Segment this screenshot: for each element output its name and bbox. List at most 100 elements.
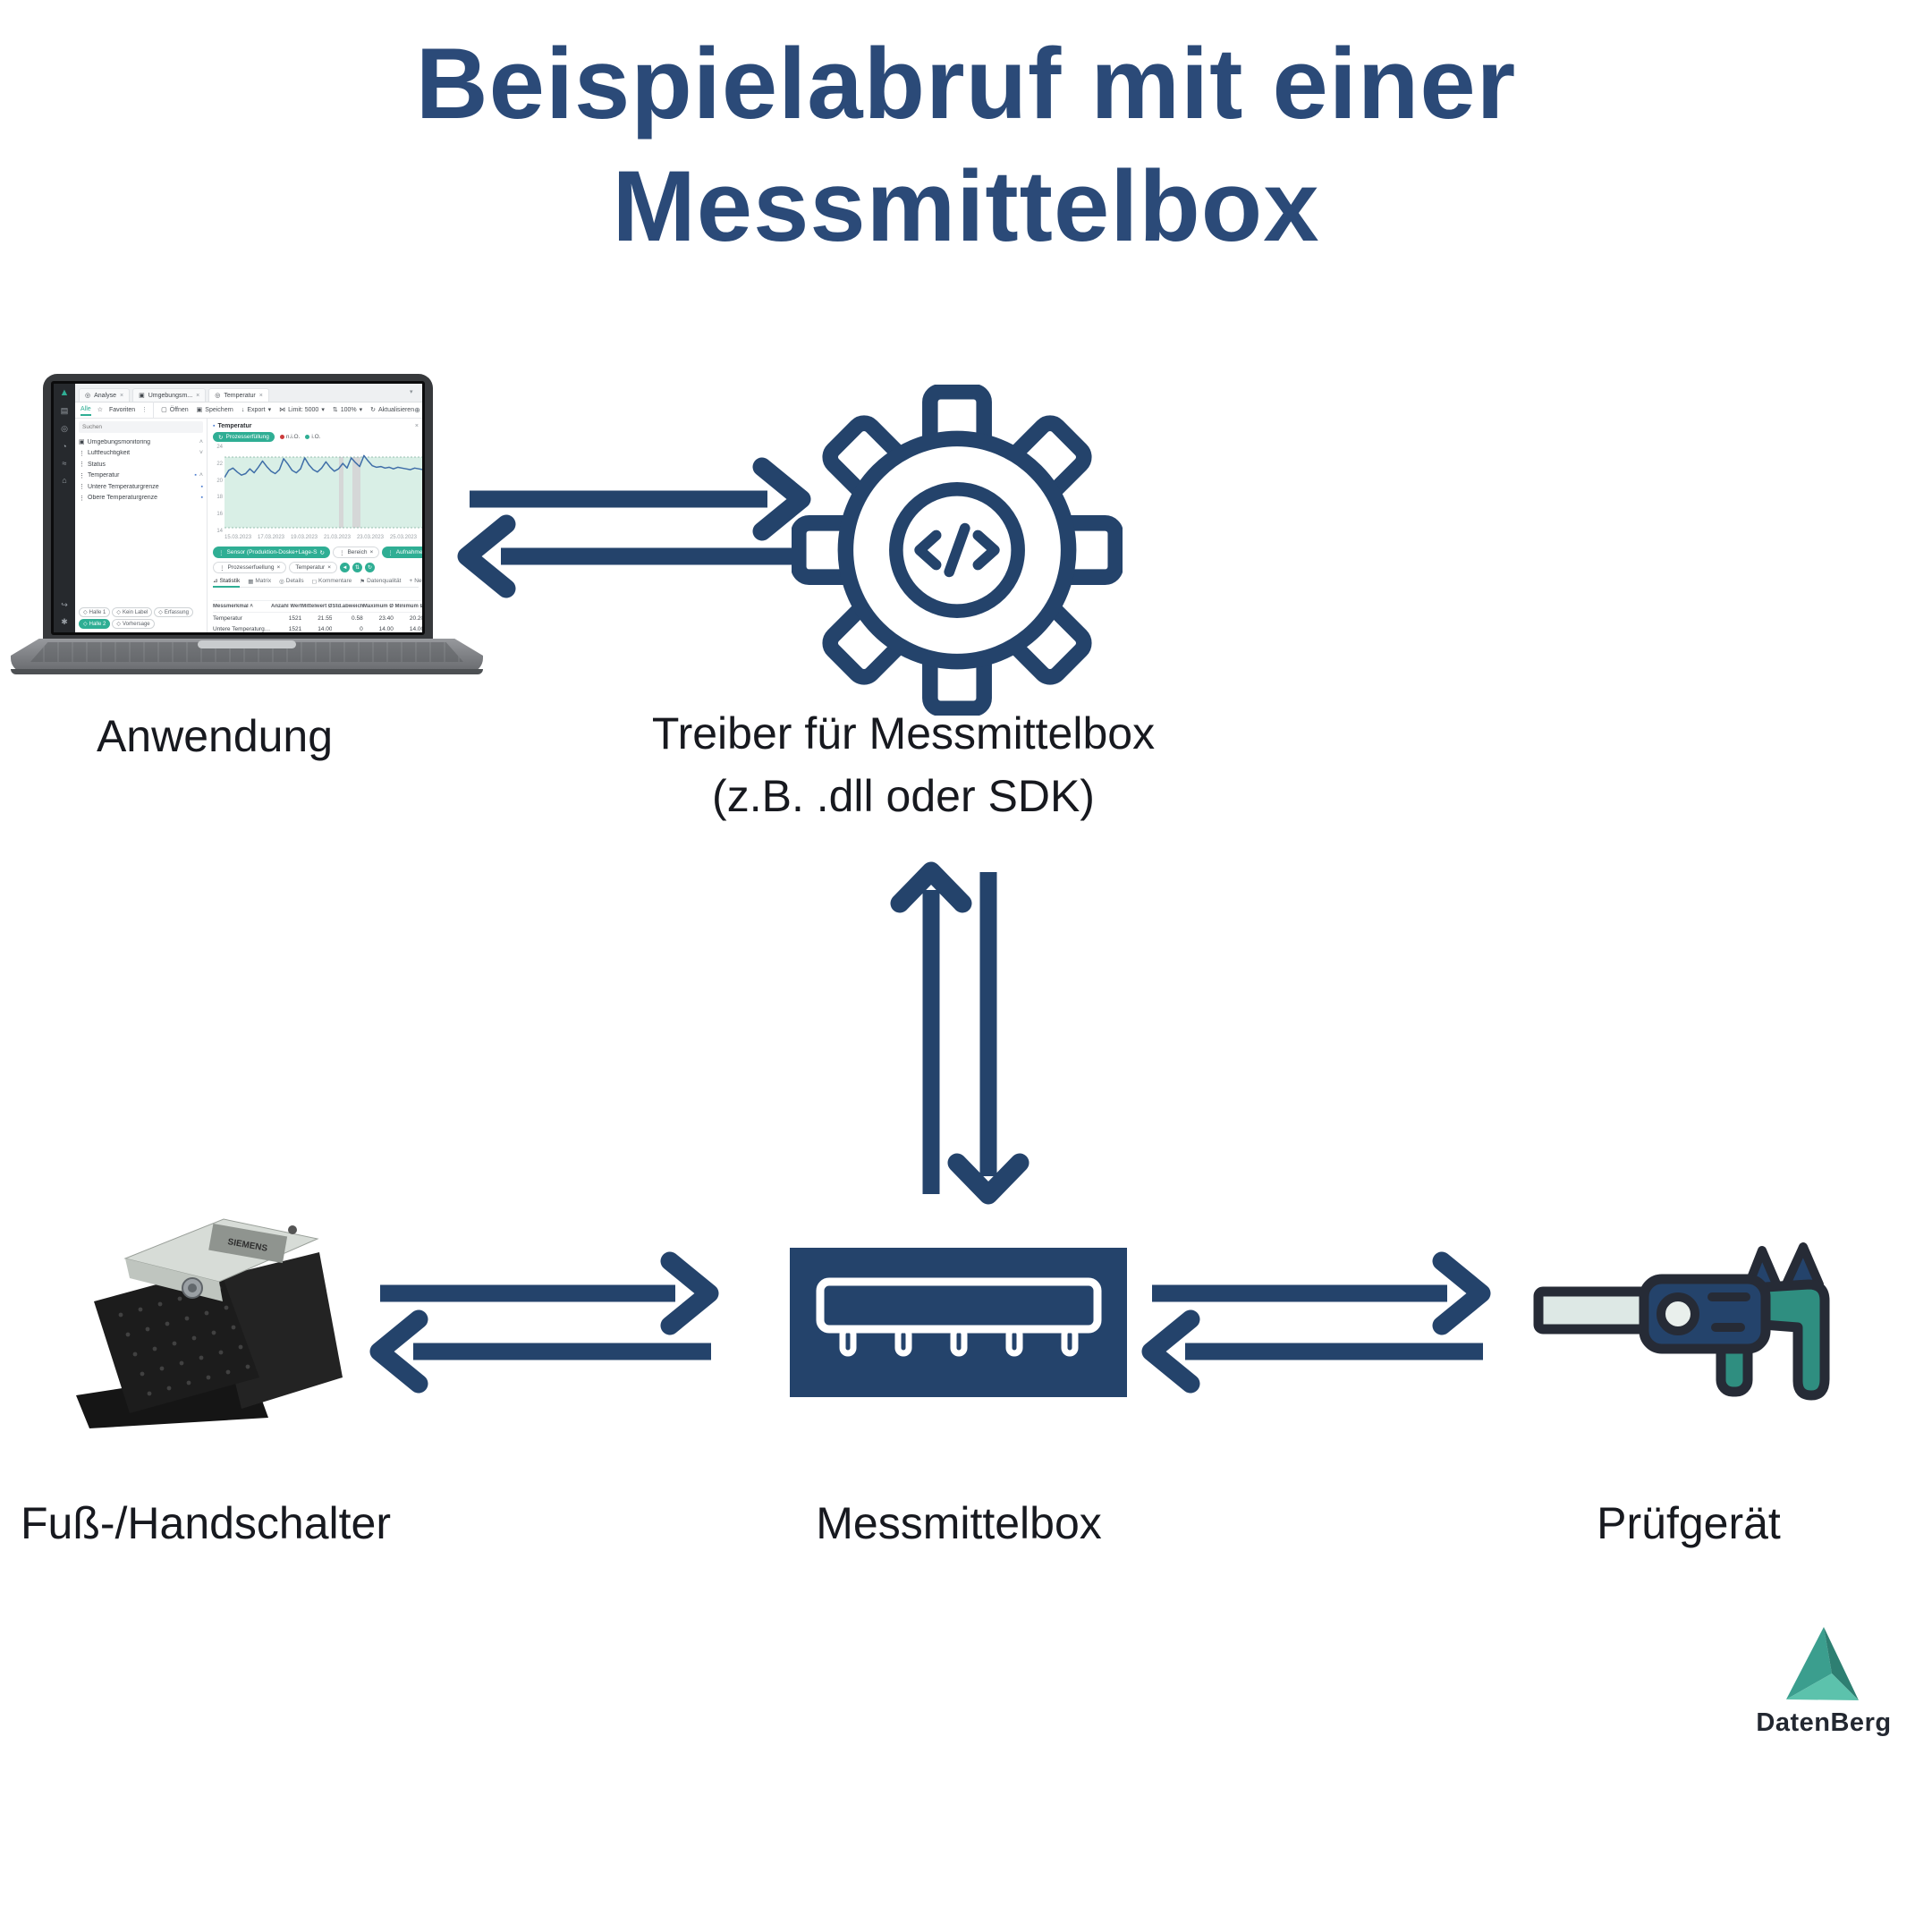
tree-item-icon: ⋮ bbox=[79, 462, 85, 469]
app-tab[interactable]: ◎ Temperatur × bbox=[208, 388, 269, 402]
statistics-header-row bbox=[213, 589, 422, 601]
table-row[interactable]: Untere Temperaturgrenze 1521 14.00 0 14.… bbox=[213, 623, 422, 632]
laptop-screen: ▲ ▤ ◎ ◔ ≈ ⌂ ↪ ✱ ◎ Analys bbox=[43, 374, 433, 640]
arrow-driver-to-app bbox=[457, 514, 803, 598]
result-tab[interactable]: ◻ Kommentare bbox=[312, 577, 352, 585]
tree-item[interactable]: ⋮ Status bbox=[79, 459, 203, 470]
gauge-icon[interactable]: ◔ bbox=[62, 442, 67, 451]
result-tab[interactable]: ⊿ Statistik bbox=[213, 577, 241, 588]
filter-pill[interactable]: ⋮ Sensor (Produktion-Doske+Lage-S ↻ bbox=[213, 547, 330, 558]
filter-pill[interactable]: Temperatur × bbox=[289, 562, 337, 573]
tab-close-icon[interactable]: × bbox=[120, 392, 124, 399]
table-row[interactable]: Temperatur 1521 21.55 0.58 23.40 20.20 bbox=[213, 613, 422, 623]
result-tab[interactable]: ◎ Details bbox=[279, 577, 304, 585]
toolbar-button-caret-icon: ▾ bbox=[359, 407, 363, 413]
result-tab-icon: ◻ bbox=[311, 578, 318, 585]
toolbar-button[interactable]: ▣ Speichern bbox=[197, 406, 233, 414]
col-minimum[interactable]: Minimum Ø bbox=[394, 604, 422, 609]
tab-favoriten[interactable]: Favoriten bbox=[108, 406, 136, 413]
result-tab[interactable]: ▦ Matrix bbox=[248, 577, 271, 585]
tab-close-icon[interactable]: × bbox=[196, 392, 200, 399]
col-maximum[interactable]: Maximum Ø bbox=[362, 604, 394, 609]
messmittelbox-icon bbox=[790, 1248, 1127, 1397]
tree-item-caret-icon[interactable]: ˄ bbox=[199, 472, 203, 479]
app-tab[interactable]: ▣ Umgebungsm... × bbox=[132, 388, 207, 402]
col-messmerkmal[interactable]: Messmerkmal ˄ bbox=[213, 604, 253, 609]
toolbar-button[interactable]: ↓ Export ▾ bbox=[242, 406, 271, 414]
pill-action-icon[interactable]: × bbox=[369, 549, 374, 555]
series-swatch-icon: ▪ bbox=[213, 422, 216, 429]
tree-item-series-swatch: ▪ bbox=[194, 472, 197, 479]
toolbar-button[interactable]: ⇅ 100% ▾ bbox=[333, 406, 363, 414]
result-tab[interactable]: + Neue Analyse bbox=[409, 577, 422, 585]
filter-pills-1: ⋮ Sensor (Produktion-Doske+Lage-S ↻ ⋮ Be… bbox=[213, 547, 422, 558]
filter-pill[interactable]: ⋮ Aufnahmedatum (3 Tage) ↻ bbox=[382, 547, 422, 558]
pill-close-icon[interactable]: × bbox=[276, 564, 281, 571]
label-tag[interactable]: ◇ Erfassung bbox=[154, 607, 193, 617]
notifications-icon[interactable]: ⌂ bbox=[62, 476, 67, 485]
logo-triangle-right-face bbox=[1824, 1627, 1859, 1700]
quick-action-button[interactable]: ⇅ bbox=[352, 563, 362, 572]
logout-icon[interactable]: ↪ bbox=[61, 600, 68, 609]
col-anzahl[interactable]: Anzahl Werte bbox=[271, 604, 302, 609]
col-mittelwert[interactable]: Mittelwert Ø bbox=[301, 604, 333, 609]
toolbar-right-icons: ⊕ ⊖ ↺ ▦ bbox=[414, 406, 422, 414]
legend-nio: n.i.O. bbox=[279, 434, 300, 440]
caliper-thumbwheel bbox=[1657, 1292, 1699, 1335]
tree-item[interactable]: ⋮ Untere Temperaturgrenze ▪ bbox=[79, 481, 203, 493]
tab-label: Umgebungsm... bbox=[148, 392, 193, 399]
pill-drag-icon: ⋮ bbox=[338, 549, 345, 556]
cell-max: 23.40 bbox=[378, 614, 394, 622]
search-input[interactable] bbox=[79, 421, 203, 433]
label-tag[interactable]: ◇ Halle 2 bbox=[79, 619, 111, 629]
pill-drag-icon: ⋮ bbox=[387, 549, 394, 556]
toolbar-button-label: 100% bbox=[340, 406, 357, 413]
pill-action-icon[interactable]: ↻ bbox=[319, 549, 325, 556]
label-fusshandschalter: Fuß-/Handschalter bbox=[20, 1498, 392, 1548]
tabbar-caret-icon[interactable]: ▾ bbox=[410, 389, 413, 395]
label-tag[interactable]: ◇ Kein Label bbox=[112, 607, 153, 617]
result-tab-icon: ▦ bbox=[248, 578, 254, 585]
pill-close-icon[interactable]: × bbox=[327, 564, 331, 571]
label-tag[interactable]: ◇ Halle 1 bbox=[79, 607, 111, 617]
settings-icon[interactable]: ✱ bbox=[61, 617, 68, 626]
analytics-icon[interactable]: ≈ bbox=[62, 459, 67, 468]
toolbar-button-icon: ↻ bbox=[370, 407, 377, 413]
quick-action-button[interactable]: ◄ bbox=[340, 563, 350, 572]
toolbar-icon-button[interactable]: ⊕ bbox=[414, 405, 420, 414]
tree-item-caret-icon[interactable]: ˄ bbox=[199, 438, 203, 445]
tree-item[interactable]: ⋮ Temperatur ▪ ˄ bbox=[79, 470, 203, 482]
result-tab[interactable]: ⚑ Datenqualität bbox=[360, 577, 401, 585]
panel-close-icon[interactable]: × bbox=[414, 422, 419, 429]
cell-mean: 14.00 bbox=[318, 625, 333, 632]
tree-item[interactable]: ⋮ Luftfeuchtigkeit ˅ bbox=[79, 448, 203, 460]
app-logo-icon: ▲ bbox=[59, 387, 70, 398]
chart-plot-area bbox=[225, 454, 422, 529]
toolbar-button[interactable]: ▢ Öffnen bbox=[161, 406, 189, 414]
tree-item[interactable]: ⋮ Obere Temperaturgrenze ▪ bbox=[79, 493, 203, 504]
search-icon[interactable]: ◎ bbox=[61, 424, 68, 433]
menu-icon[interactable]: ▤ bbox=[60, 406, 69, 415]
panel-more-icon[interactable]: ⋮ bbox=[141, 407, 148, 413]
result-tab-label: Datenqualität bbox=[367, 578, 402, 584]
tab-alle[interactable]: Alle bbox=[80, 404, 91, 416]
toolbar-button-label: Aktualisieren bbox=[378, 406, 415, 413]
process-status-badge[interactable]: ↻ Prozesserfüllung bbox=[213, 432, 275, 442]
col-stdabw[interactable]: Std.abweichung Ø bbox=[332, 604, 363, 609]
foot-switch-illustration: SIEMENS bbox=[76, 1218, 343, 1428]
tab-icon: ▣ bbox=[139, 393, 145, 399]
y-tick-label: 20 bbox=[216, 478, 223, 484]
filter-pill[interactable]: ⋮ Prozesserfuellung × bbox=[213, 562, 287, 573]
quick-action-button[interactable]: ↻ bbox=[365, 563, 375, 572]
tree-item-caret-icon[interactable]: ˅ bbox=[199, 450, 203, 457]
toolbar-button[interactable]: ⋈ Limit: 5000 ▾ bbox=[279, 406, 325, 414]
tab-close-icon[interactable]: × bbox=[258, 392, 263, 399]
label-tag[interactable]: ◇ Vorhersage bbox=[112, 619, 155, 629]
tree-item[interactable]: ▣ Umgebungsmonitoring ˄ bbox=[79, 436, 203, 448]
label-pruefgeraet: Prüfgerät bbox=[1597, 1498, 1781, 1548]
tree-item-label: Umgebungsmonitoring bbox=[87, 438, 151, 445]
toolbar-button[interactable]: ↻ Aktualisieren bbox=[370, 406, 415, 414]
logo-wordmark: DatenBerg bbox=[1756, 1708, 1891, 1737]
filter-pill[interactable]: ⋮ Bereich × bbox=[332, 547, 380, 558]
app-tab[interactable]: ◎ Analyse × bbox=[79, 388, 131, 402]
